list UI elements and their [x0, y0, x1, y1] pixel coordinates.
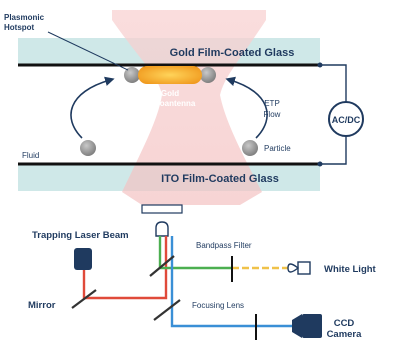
- objective-plate: [141, 204, 183, 214]
- bandpass-filter-label: Bandpass Filter: [196, 241, 252, 250]
- ac-dc-label: AC/DC: [332, 115, 361, 125]
- circuit-node-bottom: [317, 161, 323, 167]
- circuit-wire: [320, 64, 347, 102]
- beamsplitter-lower: [153, 299, 181, 321]
- etp-flow-label-1: ETP: [264, 99, 280, 108]
- particle-label: Particle: [264, 144, 291, 153]
- hotspot-particle-right: [200, 67, 216, 83]
- plasmonic-hotspot-label-2: Hotspot: [4, 23, 35, 32]
- hotspot-particle-left: [124, 67, 140, 83]
- beamsplitter-upper: [149, 255, 175, 277]
- gold-nanoantenna-label-1: Gold: [161, 89, 179, 98]
- ccd-label-1: CCD: [334, 318, 355, 329]
- fluid-particle-right: [242, 140, 258, 156]
- etp-flow-label-2: Flow: [264, 110, 281, 119]
- gold-nanoantenna: [138, 66, 202, 84]
- plasmonic-hotspot-label-1: Plasmonic: [4, 13, 45, 22]
- focusing-lens-label: Focusing Lens: [192, 301, 244, 310]
- objective-lens: [155, 221, 169, 237]
- etp-flow-arrow-right: [225, 76, 268, 139]
- gold-glass-label: Gold Film-Coated Glass: [170, 47, 295, 59]
- ito-glass-label: ITO Film-Coated Glass: [161, 173, 279, 185]
- white-light-label: White Light: [324, 264, 377, 275]
- trapping-laser-label: Trapping Laser Beam: [32, 230, 129, 241]
- fluid-label: Fluid: [22, 151, 39, 160]
- white-light-bulb-icon: [287, 261, 311, 275]
- mirror-left: [71, 289, 97, 309]
- ac-dc-source: [328, 101, 364, 137]
- laser-focus-glow: [112, 10, 266, 205]
- ccd-camera-icon: [292, 314, 322, 338]
- fluid-particle-left: [80, 140, 96, 156]
- circuit-wire-bottom: [320, 136, 347, 165]
- mirror-label: Mirror: [28, 300, 56, 311]
- circuit-node-top: [317, 62, 323, 68]
- laser-beam-path: [82, 236, 168, 300]
- ccd-blue-beam: [170, 236, 256, 328]
- etp-flow-arrow-left: [70, 76, 115, 139]
- laser-source: [74, 248, 92, 270]
- hotspot-pointer: [47, 31, 129, 71]
- gold-nanoantenna-label-2: Nanoantenna: [145, 99, 196, 108]
- ccd-label-2: Camera: [327, 329, 363, 340]
